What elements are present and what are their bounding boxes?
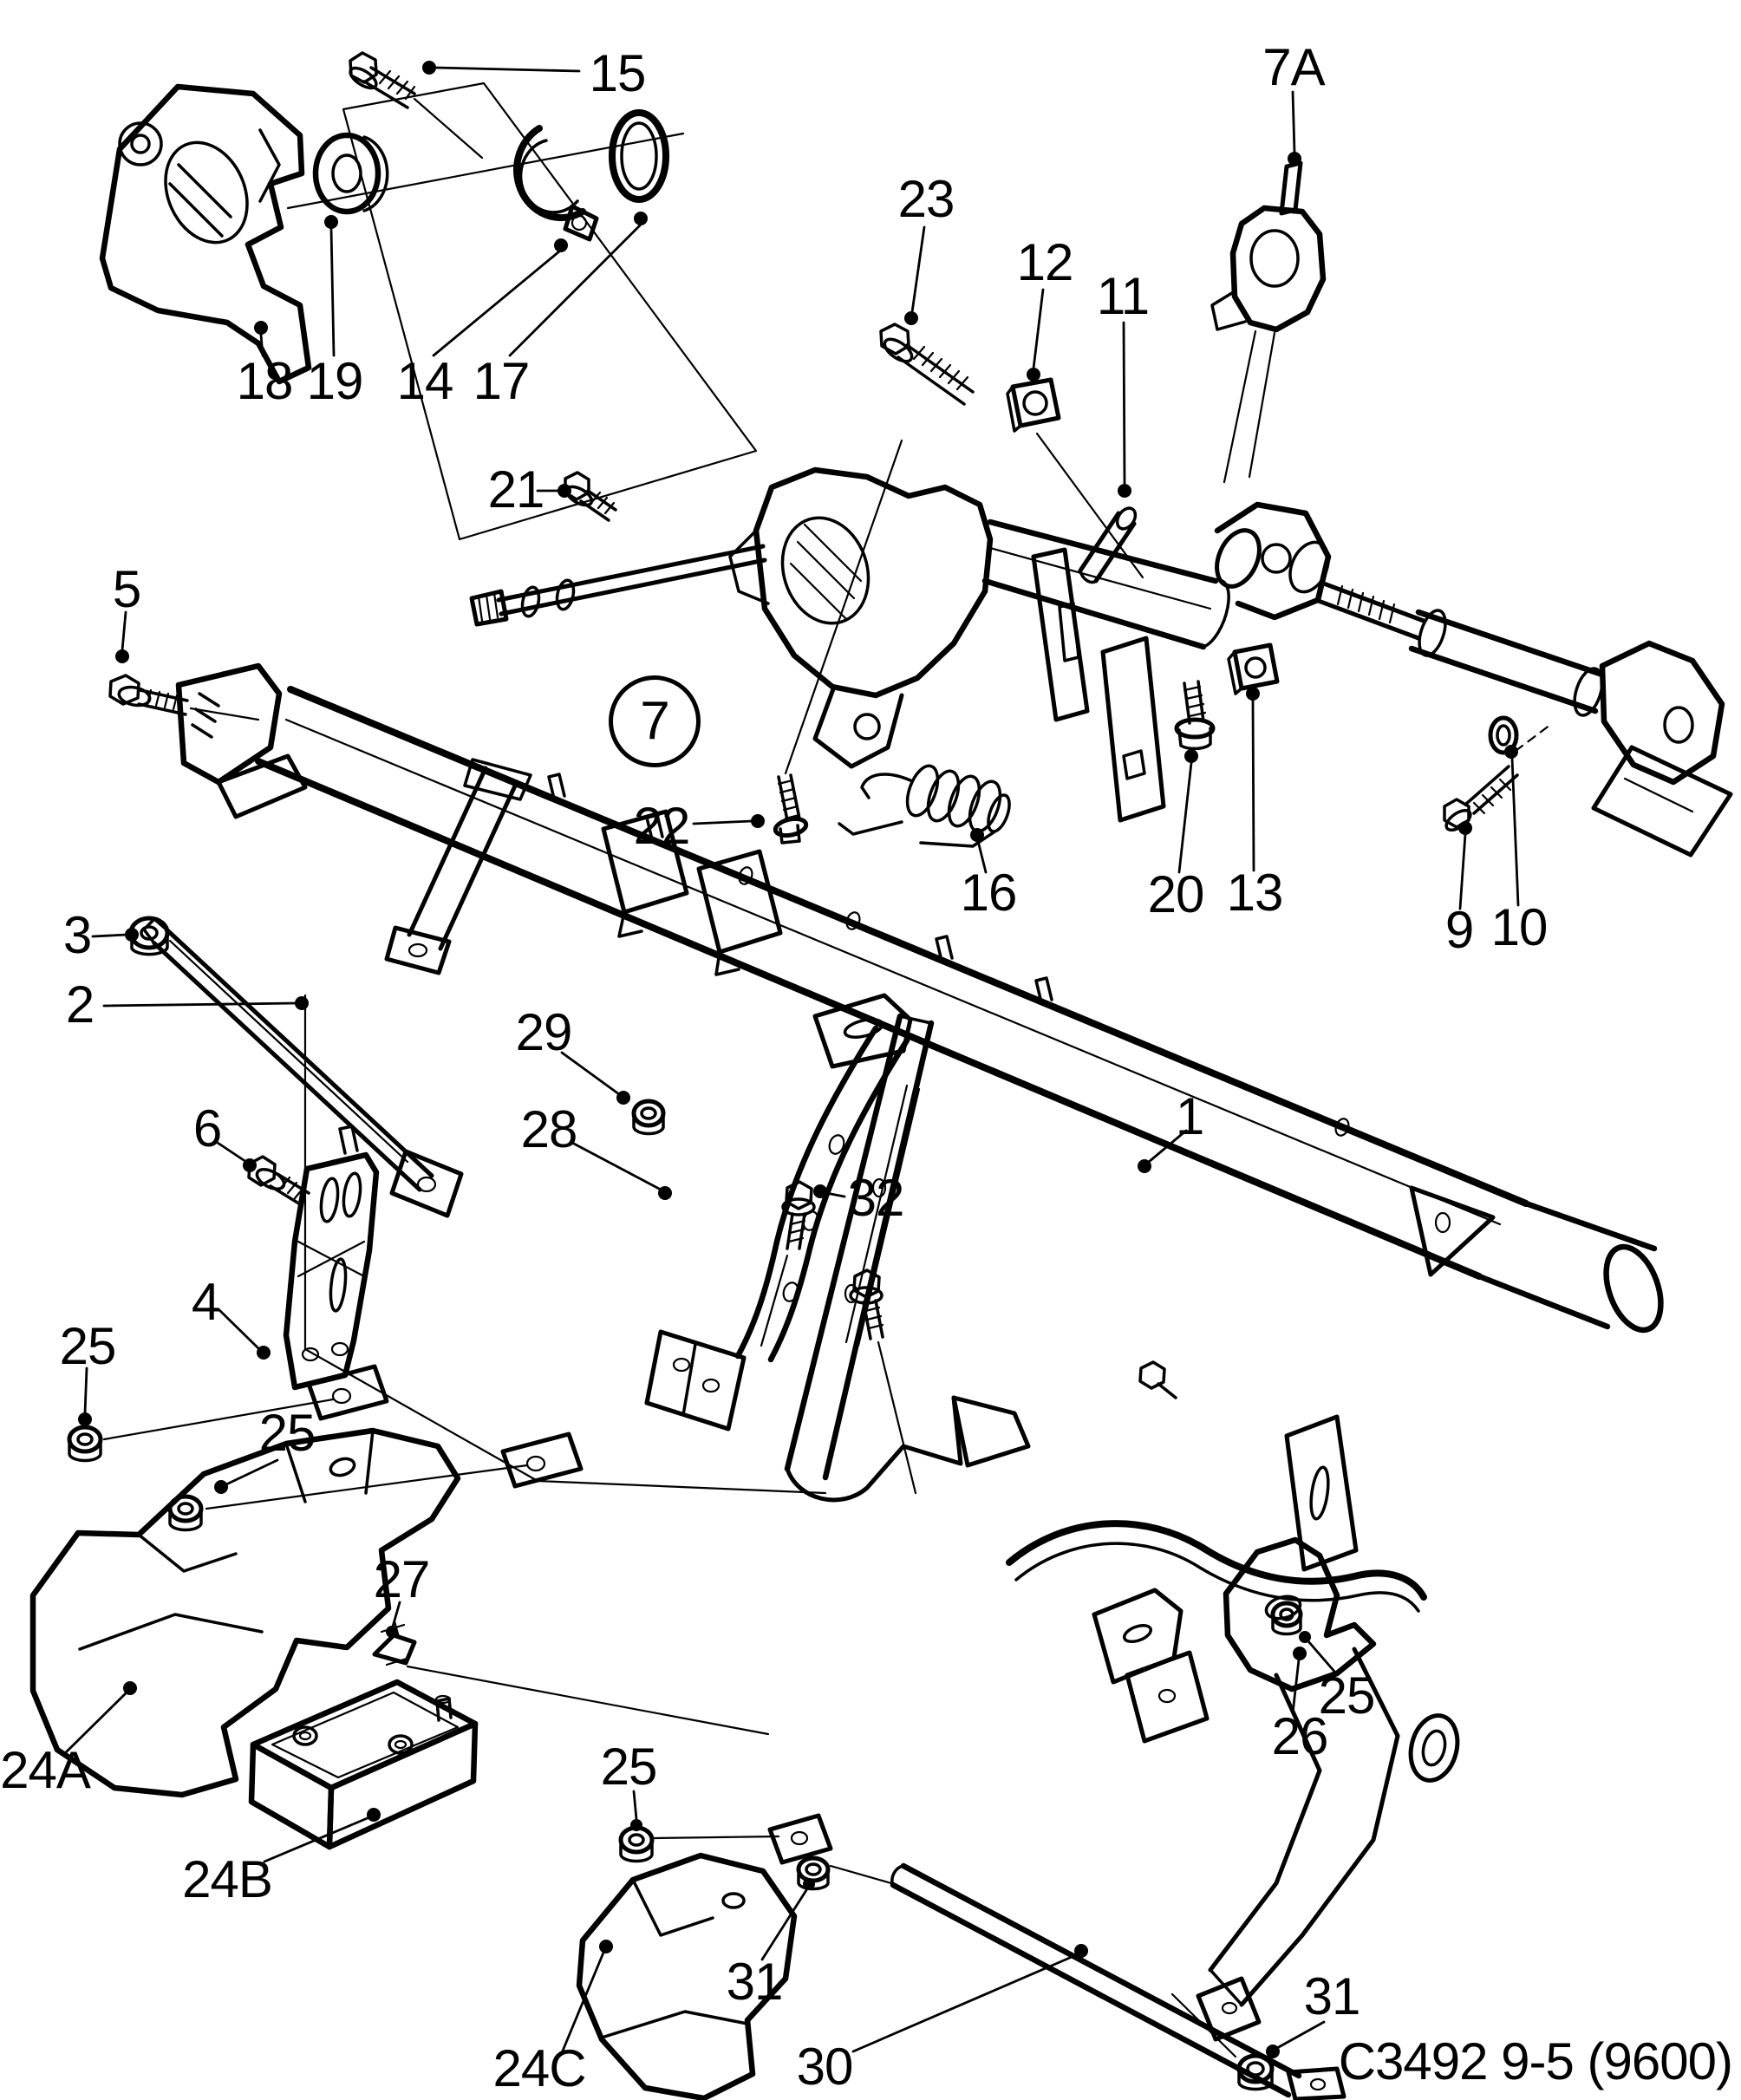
part-10-washer [1488, 715, 1519, 755]
callout-13: 13 [1226, 864, 1284, 922]
part-13-nut-plate [1227, 642, 1280, 695]
callout-24c: 24C [492, 2039, 586, 2097]
callout-10: 10 [1490, 898, 1549, 956]
part-16-spring [838, 764, 1011, 848]
part-24b-box [248, 1679, 479, 1850]
callout-11: 11 [1096, 267, 1150, 325]
callout-25-3: 25 [600, 1738, 658, 1796]
part-27-clip [372, 1620, 770, 1736]
part-30-rod [890, 1862, 1347, 2100]
part-32-bolts [760, 1180, 917, 1495]
center-support-rail [784, 1013, 1031, 1503]
part-24c-insulator [576, 1813, 833, 2100]
callout-5: 5 [112, 560, 141, 618]
part-12-nut-plate [1006, 377, 1144, 579]
part-20-screw [1174, 680, 1216, 751]
callout-7a: 7A [1262, 38, 1325, 96]
part-26-bracket [1223, 1414, 1377, 1692]
callout-7: 7 [609, 675, 701, 767]
part-29-nut [631, 1099, 666, 1136]
part-23-bolt [879, 323, 975, 406]
part-14-clamp [513, 125, 599, 242]
callout-17: 17 [473, 352, 531, 410]
part-1-crossmember [175, 662, 1664, 1334]
callout-2: 2 [65, 975, 95, 1034]
part-25-nuts [67, 1398, 1303, 1863]
callout-32: 32 [847, 1169, 905, 1227]
callout-22: 22 [633, 797, 691, 855]
part-7a-sensor [1210, 160, 1327, 484]
callout-3: 3 [62, 906, 92, 964]
callout-31: 31 [726, 1953, 784, 2011]
part-4-bracket [283, 994, 827, 1495]
callout-21: 21 [487, 460, 545, 518]
callout-14: 14 [396, 352, 454, 410]
callout-27: 27 [373, 1550, 431, 1608]
assembly-frame-box [286, 82, 758, 541]
callout-19: 19 [306, 352, 364, 410]
figure-code: C3492 9-5 (9600) [1338, 2032, 1733, 2090]
callout-leaders [64, 61, 1520, 2058]
callout-28: 28 [520, 1100, 578, 1158]
callout-24a: 24A [0, 1741, 91, 1799]
callout-25: 25 [59, 1317, 117, 1375]
callout-26: 26 [1271, 1707, 1329, 1765]
part-22-bolt [773, 439, 903, 845]
callout-25-4: 25 [1318, 1666, 1376, 1725]
part-7-steering-column [469, 466, 1733, 858]
callout-20: 20 [1147, 865, 1205, 923]
callout-4: 4 [191, 1273, 220, 1331]
pedal-support-frame [1006, 1360, 1460, 2042]
callout-31-2: 31 [1303, 1967, 1361, 2025]
callout-1: 1 [1175, 1087, 1204, 1145]
callout-29: 29 [515, 1003, 573, 1061]
callout-15: 15 [589, 44, 647, 102]
callout-16: 16 [960, 864, 1018, 922]
callout-12: 12 [1016, 233, 1074, 291]
part-2-strut [142, 917, 464, 1218]
part-5-bolt [108, 674, 260, 721]
callout-25-2: 25 [258, 1404, 316, 1462]
callout-30: 30 [796, 2038, 854, 2096]
callout-24b: 24B [182, 1850, 273, 1908]
part-28-bracket [644, 993, 913, 1432]
callout-6: 6 [192, 1099, 222, 1158]
part-19-bearing [312, 132, 389, 215]
part-15-bolt [349, 51, 484, 160]
part-6-bolt [247, 1155, 310, 1207]
part-24a-insulator [29, 1364, 584, 1798]
part-18-bracket [99, 83, 312, 385]
callout-9: 9 [1444, 901, 1474, 959]
part-9-bolt [1443, 723, 1552, 832]
part-17-ring [609, 109, 669, 203]
callout-23: 23 [897, 170, 955, 228]
callout-18: 18 [236, 352, 294, 410]
